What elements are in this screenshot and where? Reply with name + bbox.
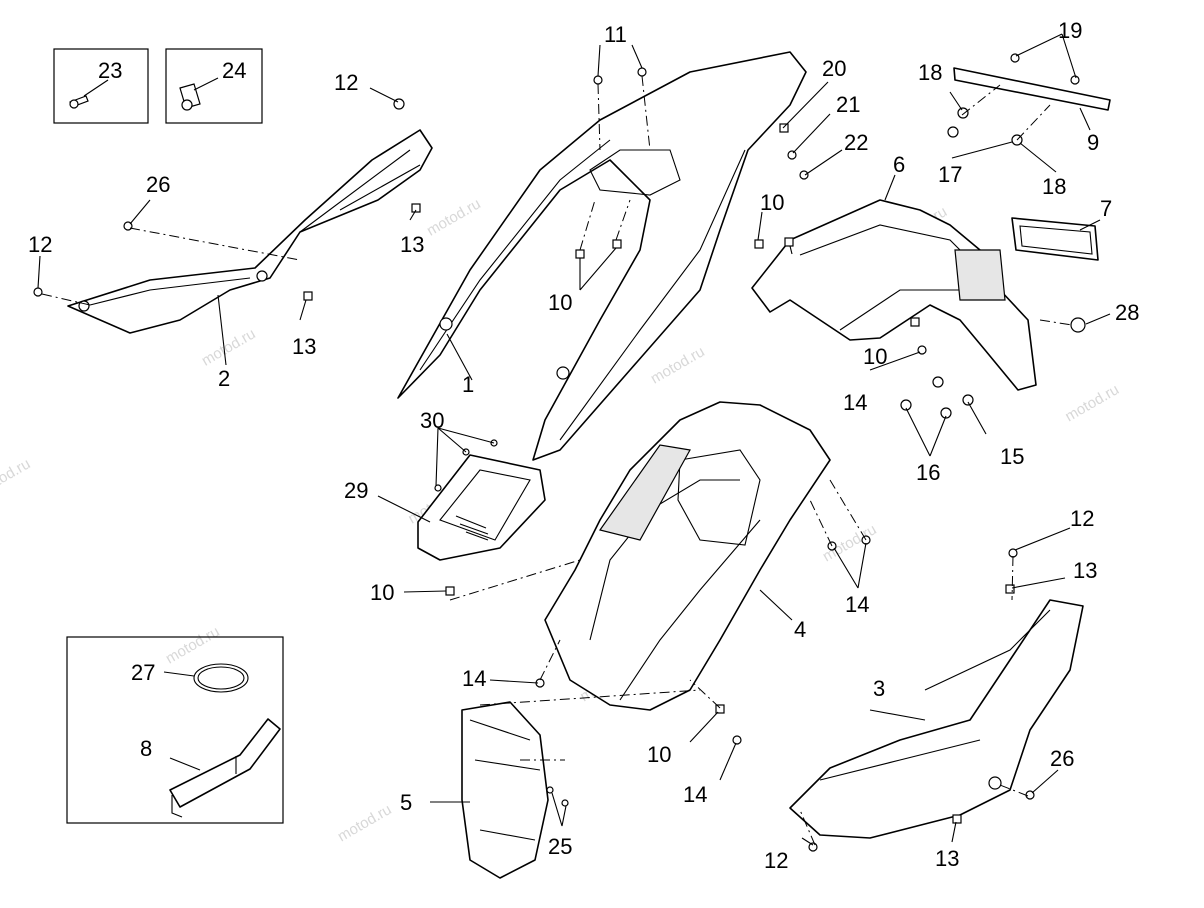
watermark-text: motod.ru <box>424 195 484 239</box>
callout-12-left: 12 <box>28 232 52 257</box>
tool-tray <box>169 718 281 808</box>
callout-12-top: 12 <box>334 70 358 95</box>
reflector <box>1011 217 1099 261</box>
callout-12-bottom: 12 <box>764 848 788 873</box>
screw-head-icon <box>69 99 79 109</box>
callout-8: 8 <box>140 736 152 761</box>
callout-13-left: 13 <box>292 334 316 359</box>
callout-26-right: 26 <box>1050 746 1074 771</box>
callout-22: 22 <box>844 130 868 155</box>
callout-10-top: 10 <box>760 190 784 215</box>
callout-7: 7 <box>1100 196 1112 221</box>
callout-10-lower: 10 <box>647 742 671 767</box>
callout-21: 21 <box>836 92 860 117</box>
callout-24: 24 <box>222 58 246 83</box>
callout-13-right: 13 <box>1073 558 1097 583</box>
callout-29: 29 <box>344 478 368 503</box>
callout-25: 25 <box>548 834 572 859</box>
callout-14-fender: 14 <box>462 666 486 691</box>
callout-20: 20 <box>822 56 846 81</box>
inset-box-23 <box>53 48 149 124</box>
watermark-text: motod.ru <box>163 623 223 667</box>
callout-18-bottom: 18 <box>1042 174 1066 199</box>
callout-17: 17 <box>938 162 962 187</box>
front-mudguard <box>461 701 549 879</box>
plate-holder-bracket <box>751 199 1037 391</box>
callout-18-top: 18 <box>918 60 942 85</box>
battery-cover <box>417 454 546 561</box>
callout-9: 9 <box>1087 130 1099 155</box>
callout-16: 16 <box>916 460 940 485</box>
inset-box-toolkit <box>66 636 284 824</box>
callout-19: 19 <box>1058 18 1082 43</box>
callout-14-right: 14 <box>845 592 869 617</box>
clip-hole-icon <box>181 99 193 111</box>
leader-lines <box>37 33 1111 846</box>
watermark-text: motod.ru <box>1062 381 1122 425</box>
callout-6: 6 <box>893 152 905 177</box>
callout-14-bracket: 14 <box>843 390 867 415</box>
callout-labels: 1 2 3 4 5 6 7 8 9 10 10 10 10 10 11 12 1… <box>28 18 1139 873</box>
hardware <box>33 53 1086 852</box>
watermark-text: motod.ru <box>0 455 33 499</box>
callout-10-bracket: 10 <box>863 344 887 369</box>
o-ring-icon <box>193 663 249 693</box>
callout-28: 28 <box>1115 300 1139 325</box>
callout-13-bottom: 13 <box>935 846 959 871</box>
assembly-lines <box>41 75 1073 846</box>
callout-13-top: 13 <box>400 232 424 257</box>
callout-3: 3 <box>873 676 885 701</box>
callout-5: 5 <box>400 790 412 815</box>
tail-fairing <box>397 51 807 461</box>
callout-27: 27 <box>131 660 155 685</box>
watermark-text: motod.ru <box>199 325 259 369</box>
callout-2: 2 <box>218 366 230 391</box>
watermark-text: motod.ru <box>648 343 708 387</box>
watermark-text: motod.ru <box>335 801 395 845</box>
callout-4: 4 <box>794 617 806 642</box>
right-side-panel <box>789 599 1084 839</box>
callout-30: 30 <box>420 408 444 433</box>
inset-box-24 <box>165 48 263 124</box>
callout-23: 23 <box>98 58 122 83</box>
callout-10-fairing: 10 <box>548 290 572 315</box>
rear-fender <box>544 401 831 711</box>
callout-15: 15 <box>1000 444 1024 469</box>
bracket-bar <box>953 67 1111 111</box>
left-side-panel <box>67 129 433 334</box>
callout-1: 1 <box>462 372 474 397</box>
callout-12-right: 12 <box>1070 506 1094 531</box>
callout-14-lower: 14 <box>683 782 707 807</box>
callout-26-left: 26 <box>146 172 170 197</box>
callout-10-fender: 10 <box>370 580 394 605</box>
callout-11: 11 <box>604 22 627 47</box>
